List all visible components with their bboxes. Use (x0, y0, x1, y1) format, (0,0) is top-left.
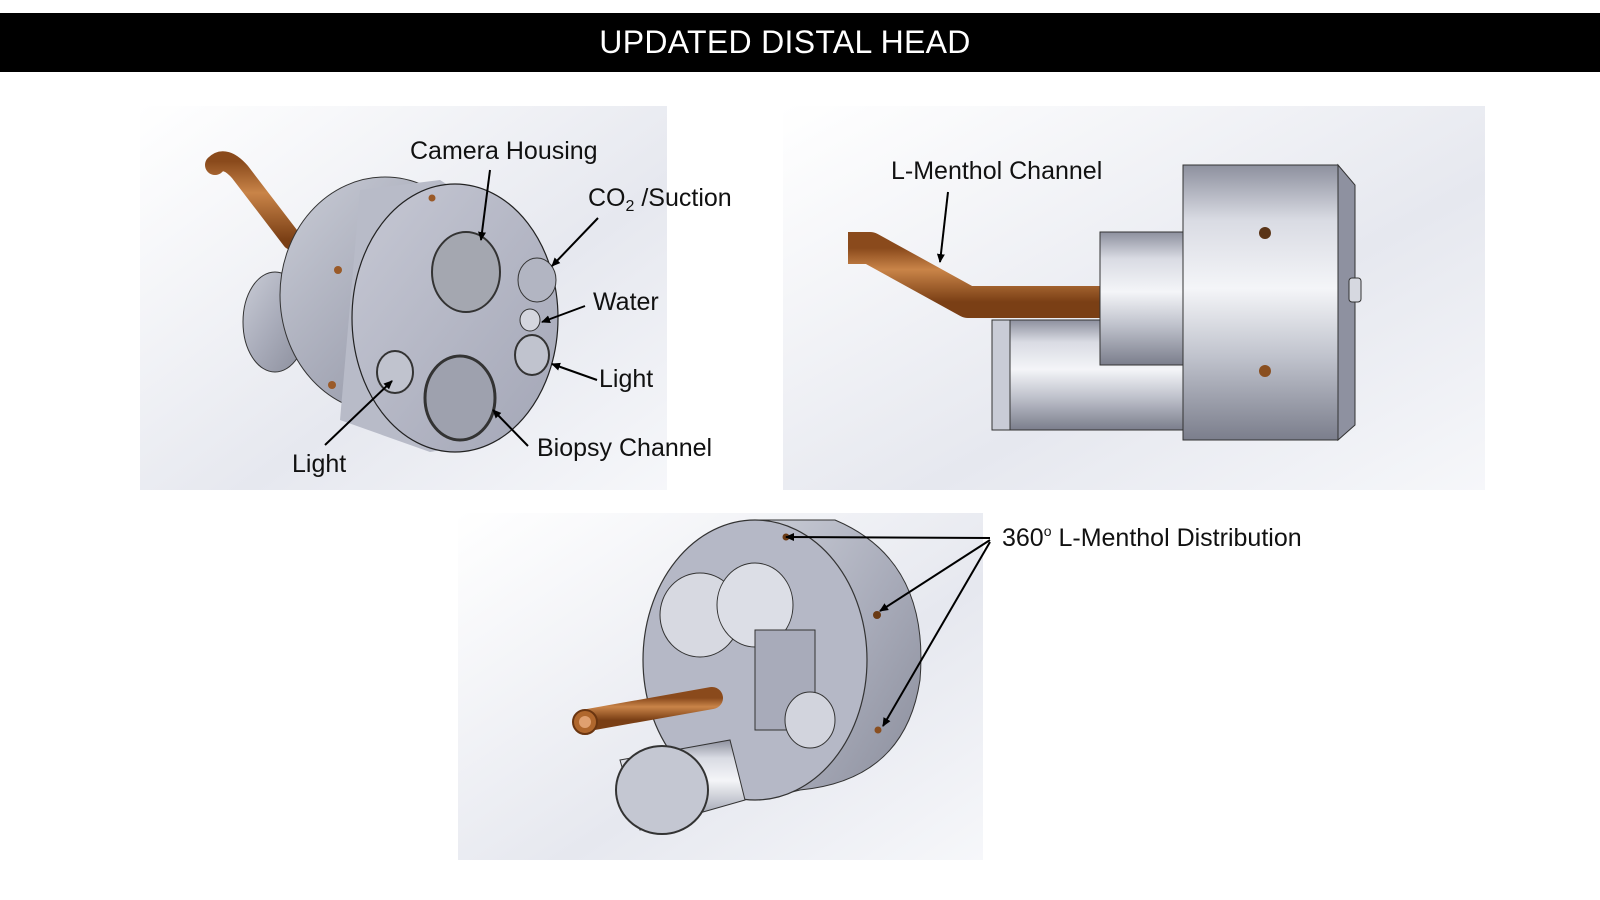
slide-title-bar: UPDATED DISTAL HEAD (0, 13, 1600, 72)
label-light-left: Light (292, 450, 347, 478)
label-light-right: Light (599, 365, 654, 393)
label-co2-suction: CO2 /Suction (588, 184, 732, 215)
co2-text: CO (588, 184, 626, 212)
copper-pipe (577, 687, 723, 731)
camera-housing-hole (431, 231, 501, 313)
slide-title: UPDATED DISTAL HEAD (599, 24, 971, 60)
label-biopsy-channel: Biopsy Channel (537, 434, 713, 462)
copper-pipe (205, 151, 302, 250)
degree-superscript: o (1043, 523, 1052, 539)
suction-text: /Suction (634, 184, 732, 212)
label-water: Water (593, 288, 659, 316)
rear-view-panel (458, 513, 983, 860)
co2-subscript: 2 (625, 198, 635, 215)
label-360-distribution: 360o L-Menthol Distribution (1002, 523, 1302, 552)
distribution-prefix: 360 (1002, 524, 1044, 552)
front-view-panel (140, 106, 667, 490)
side-view-panel (783, 106, 1485, 490)
label-camera-housing: Camera Housing (410, 137, 598, 165)
l-menthol-copper-channel (848, 232, 1102, 318)
label-l-menthol-channel: L-Menthol Channel (891, 157, 1103, 185)
callout-arrows (324, 169, 991, 727)
distribution-suffix: L-Menthol Distribution (1051, 524, 1302, 552)
